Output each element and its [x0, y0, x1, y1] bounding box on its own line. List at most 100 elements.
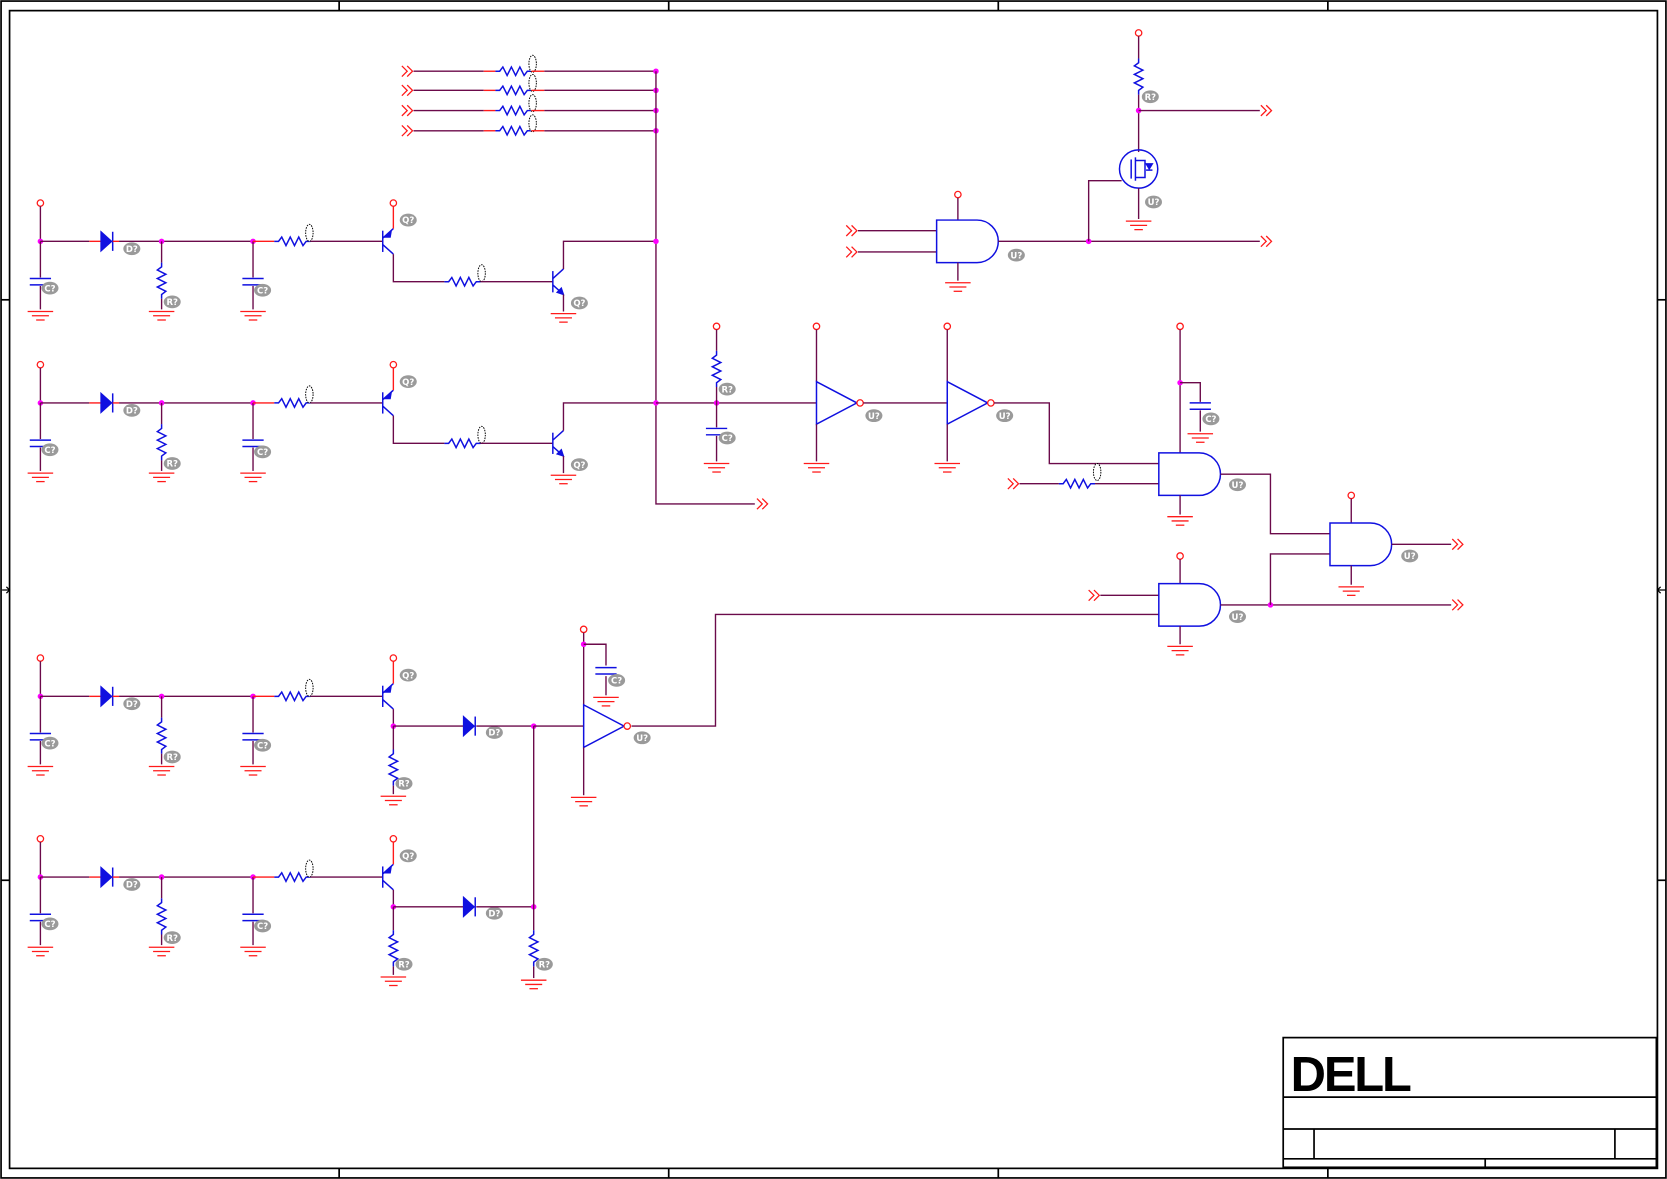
pnp-transistor-icon [381, 683, 394, 710]
ref-tag-label: Q? [573, 461, 585, 471]
ref-tag: C? [41, 736, 59, 750]
ground-icon [1167, 645, 1193, 656]
and-gate-icon [935, 219, 1000, 264]
diode-icon [100, 230, 114, 253]
inverter-body [815, 380, 859, 426]
mosfet-drain-source [1135, 159, 1146, 179]
detector-channel-4: C?D?R?C?Q?R?D? [27, 834, 537, 987]
diode-icon [100, 866, 114, 889]
ref-tag-badge [1144, 195, 1163, 209]
inverter-bubble [856, 399, 864, 407]
ref-tag-badge [41, 281, 59, 295]
ref-tag: U? [1007, 248, 1025, 262]
diode-body [462, 715, 476, 738]
resistor-icon [1132, 58, 1145, 95]
ref-tag-label: D? [488, 909, 500, 919]
ref-tag-badge [399, 849, 417, 863]
ground-icon [520, 979, 547, 990]
ref-tag-label: U? [636, 734, 648, 744]
inverter-chain: R?C?U?U? [655, 322, 1159, 482]
resistor-icon [155, 898, 168, 935]
inverter-icon [582, 703, 632, 749]
ref-tag-badge [633, 731, 651, 745]
ref-tag-badge [163, 750, 181, 764]
ground-icon [593, 696, 619, 707]
ref-zero-outline [528, 94, 537, 113]
ref-zero-outline [1092, 463, 1102, 482]
ref-tag: C? [41, 917, 59, 931]
wire [1220, 473, 1330, 535]
power-rail-icon [36, 199, 45, 207]
ref-tag: R? [718, 382, 736, 396]
ref-tag-badge [41, 917, 59, 931]
ref-tag: C? [718, 431, 736, 445]
mosfet-icon [1118, 149, 1159, 189]
offpage-connector-icon [1451, 538, 1464, 551]
ref-zero-marker [305, 678, 314, 697]
ground-icon [148, 946, 175, 957]
and-gate-icon [1158, 452, 1222, 497]
resistor-icon [274, 871, 311, 883]
inverter-stage-3: C?U? [533, 613, 1159, 807]
capacitor-icon [595, 666, 617, 675]
npn-transistor-icon [552, 268, 565, 296]
ref-tag-badge [41, 736, 59, 750]
power-rail-icon [389, 360, 398, 369]
diode-icon [100, 391, 114, 414]
capacitor-icon [242, 913, 264, 922]
wire [562, 240, 656, 269]
ref-tag-label: C? [44, 284, 55, 294]
npn-transistor-icon [552, 430, 565, 458]
ref-zero-marker [305, 859, 314, 878]
ref-zero-outline [477, 425, 486, 444]
ref-tag-badge [123, 242, 141, 256]
ref-tag-badge [1007, 248, 1025, 262]
dell-logo: DELL [1291, 1048, 1414, 1102]
power-rail-icon [1176, 552, 1184, 560]
detector-channel-1: C?D?R?C?Q?Q? [27, 199, 659, 323]
and-gate-3: U? [1088, 552, 1464, 656]
ref-zero-outline [528, 73, 537, 92]
ref-tag-badge [123, 403, 141, 417]
ref-tag: U? [865, 409, 883, 423]
inverter-bubble [623, 722, 632, 730]
pnp-transistor-icon [381, 389, 394, 417]
ref-zero-outline [477, 264, 486, 283]
wire [1180, 382, 1201, 402]
ground-icon [27, 946, 54, 957]
wire [1087, 180, 1122, 242]
ref-tag-badge [399, 668, 417, 682]
wire [392, 254, 445, 283]
wire [994, 402, 1159, 465]
power-rail-icon [1134, 29, 1143, 37]
ref-tag-label: Q? [402, 671, 414, 681]
power-rail-icon [389, 199, 398, 207]
resistor-icon [274, 397, 311, 409]
ref-tag-label: Q? [402, 378, 414, 388]
offpage-connector-icon [845, 224, 858, 237]
ground-icon [570, 796, 597, 807]
ref-tag-label: R? [1145, 93, 1157, 103]
ref-tag: C? [254, 283, 272, 297]
ref-tag-label: Q? [573, 299, 585, 309]
power-rail-icon [812, 322, 821, 331]
transistor-arrow [555, 448, 565, 458]
ref-tag: R? [395, 957, 413, 971]
ref-tag-label: D? [126, 407, 138, 417]
ref-tag-label: U? [1148, 198, 1160, 208]
resistor-icon [444, 275, 481, 288]
transistor-collector [552, 430, 564, 441]
ref-zero-marker [477, 264, 486, 283]
ref-tag-badge [996, 409, 1014, 423]
ref-tag-badge [718, 431, 736, 445]
inverter-icon [815, 380, 864, 426]
ref-tag-label: C? [257, 286, 268, 296]
ref-tag-label: U? [1010, 251, 1022, 261]
ground-icon [550, 312, 577, 323]
offpage-connector-icon [401, 104, 414, 117]
wire [562, 402, 656, 431]
power-rail-icon [36, 654, 45, 662]
input-line-4 [401, 114, 659, 137]
ref-tag-badge [1228, 610, 1246, 623]
resistor-icon [495, 65, 532, 78]
